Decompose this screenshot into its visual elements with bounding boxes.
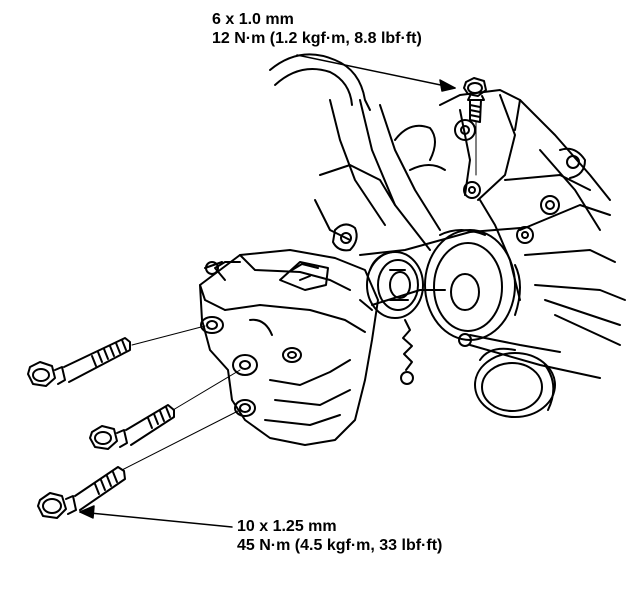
bolt-long-upper [27,337,131,387]
torque-spec-label: 12 N·m (1.2 kgf·m, 8.8 lbf·ft) [212,30,422,47]
idler-pulley [366,251,424,319]
bolt-middle [89,404,175,450]
bolt-size-label: 10 x 1.25 mm [237,518,337,535]
lower-pulley [474,347,556,418]
torque-spec-label: 45 N·m (4.5 kgf·m, 33 lbf·ft) [237,537,443,554]
bolt-size-label: 6 x 1.0 mm [212,11,294,28]
tensioner-bracket [199,249,379,446]
torque-callout-bottom: 10 x 1.25 mm 45 N·m (4.5 kgf·m, 33 lbf·f… [237,517,442,555]
tensioner-spring [400,319,472,385]
engine-block [269,53,626,346]
bolt-guide-lines [121,325,241,471]
leader-arrows [79,54,456,528]
bolt-long-lower [37,466,126,519]
drive-belt [359,227,601,379]
torque-callout-top: 6 x 1.0 mm 12 N·m (1.2 kgf·m, 8.8 lbf·ft… [212,10,422,48]
water-pump-pulley [424,229,521,341]
bolt-small-top [463,77,487,176]
